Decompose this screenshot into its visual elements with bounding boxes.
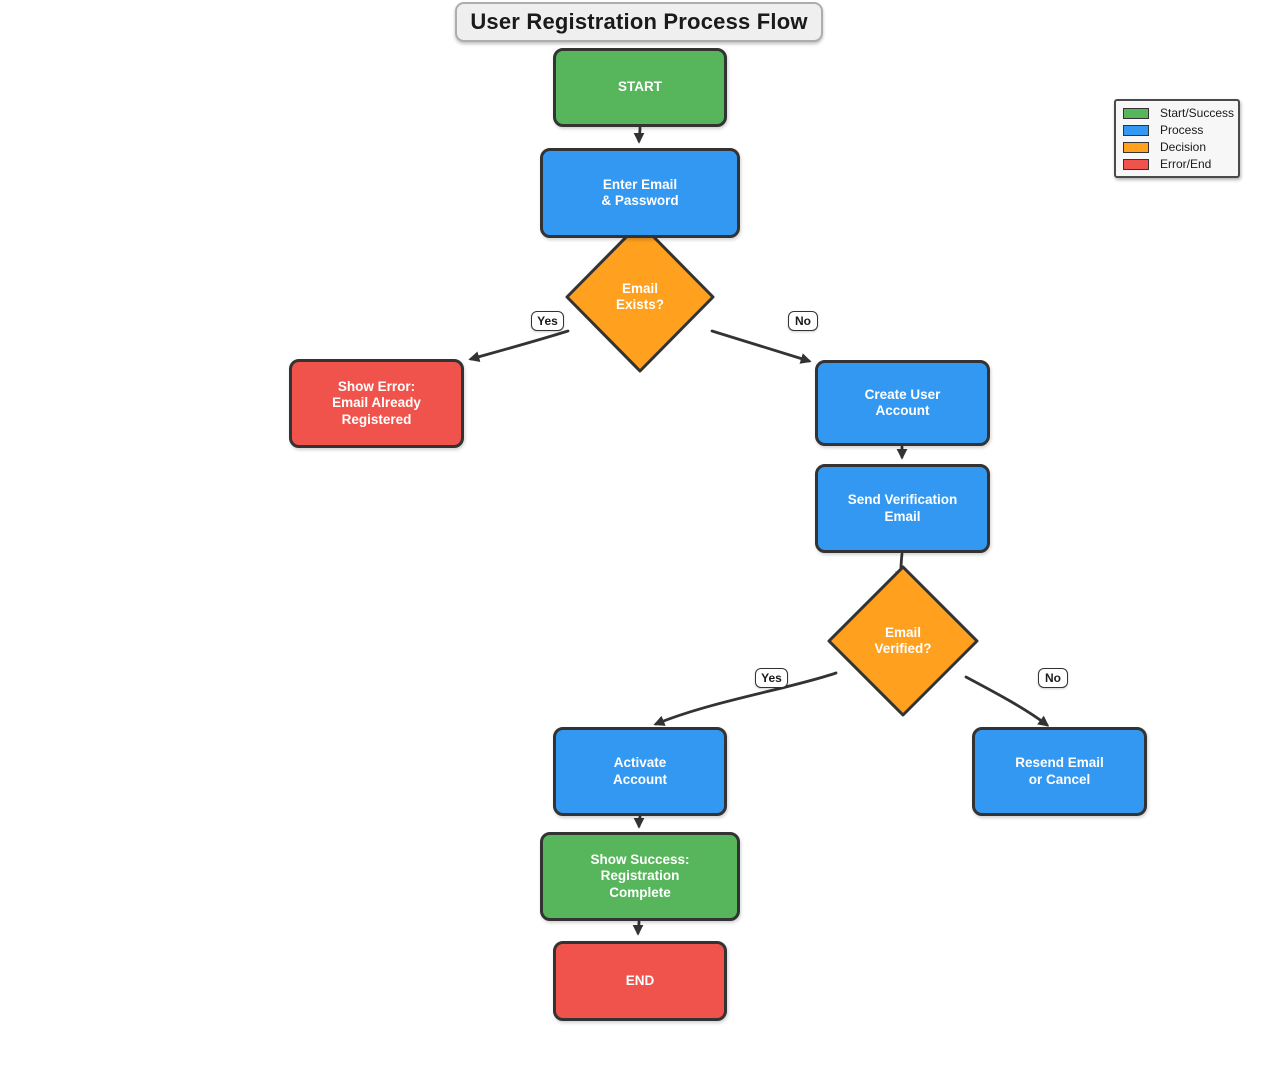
legend-label: Error/End <box>1160 157 1212 171</box>
node-enter-email-password: Enter Email & Password <box>540 148 740 238</box>
edge-success-to-end <box>632 920 644 936</box>
node-create-user-account: Create User Account <box>815 360 990 446</box>
edge-exists-no-to-create <box>710 329 812 364</box>
legend-item-process: Process <box>1123 123 1231 137</box>
edge-label-exists-yes: Yes <box>531 311 564 331</box>
legend-item-error-end: Error/End <box>1123 157 1231 171</box>
node-show-error: Show Error: Email Already Registered <box>289 359 464 448</box>
legend-label: Start/Success <box>1160 106 1235 120</box>
edge-verified-yes-to-activate <box>653 671 838 726</box>
legend-item-decision: Decision <box>1123 140 1231 154</box>
legend: Start/Success Process Decision Error/End <box>1114 99 1240 178</box>
diagram-title: User Registration Process Flow <box>455 2 823 42</box>
decision-email-exists-shape <box>565 221 715 373</box>
edge-start-to-enter <box>633 126 645 144</box>
edge-activate-to-success <box>633 815 645 829</box>
diagram-title-text: User Registration Process Flow <box>470 9 808 34</box>
legend-label: Decision <box>1160 140 1207 154</box>
node-show-success: Show Success: Registration Complete <box>540 832 740 921</box>
node-resend-email-or-cancel: Resend Email or Cancel <box>972 727 1147 816</box>
legend-label: Process <box>1160 123 1204 137</box>
legend-swatch-error-end <box>1123 158 1149 170</box>
edge-label-verified-no: No <box>1038 668 1068 688</box>
node-activate-account: Activate Account <box>553 727 727 816</box>
legend-swatch-start-success <box>1123 107 1149 119</box>
legend-swatch-process <box>1123 124 1149 136</box>
node-send-verification-email: Send Verification Email <box>815 464 990 553</box>
edge-exists-yes-to-show-error <box>468 329 570 363</box>
node-end: END <box>553 941 727 1021</box>
legend-swatch-decision <box>1123 141 1149 153</box>
edge-verified-no-to-resend <box>964 675 1050 727</box>
node-start: START <box>553 48 727 127</box>
edge-label-verified-yes: Yes <box>755 668 788 688</box>
decision-email-verified-shape <box>827 565 979 717</box>
edge-label-exists-no: No <box>788 311 818 331</box>
legend-item-start-success: Start/Success <box>1123 106 1235 120</box>
